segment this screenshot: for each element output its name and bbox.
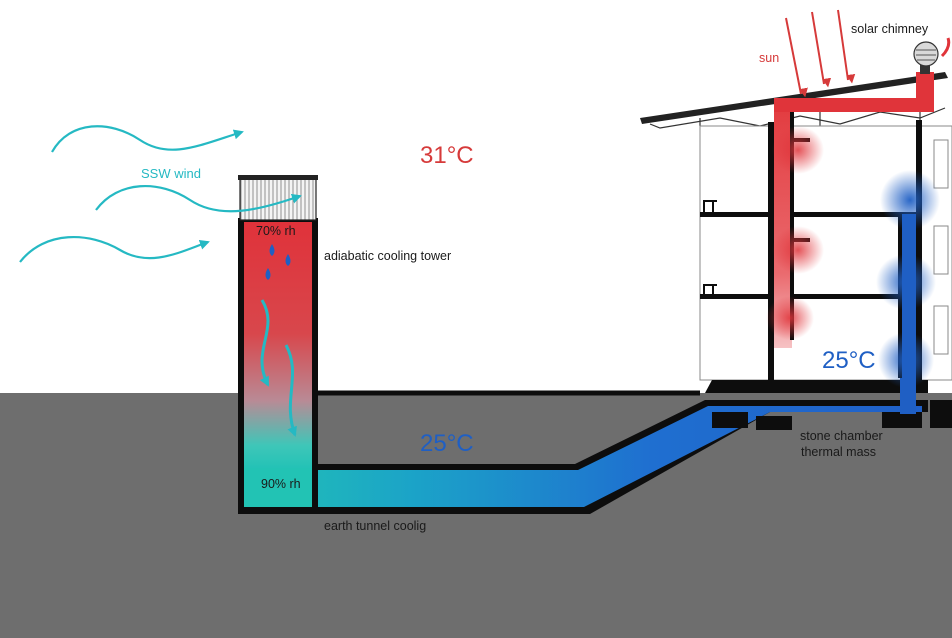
building [640,37,952,430]
tower-airflow-arrows [259,299,297,437]
stone-chamber-label: stone chamber [800,429,883,443]
solar-chimney-label: solar chimney [851,22,929,36]
turbine-vent-icon [913,41,939,67]
earth-tunnel-label: earth tunnel coolig [324,519,426,533]
cooling-tower [238,175,318,514]
tower-bottom-humidity: 90% rh [261,477,301,491]
sun-label: sun [759,51,779,65]
earth-tunnel [238,400,928,514]
tower-louvers [239,177,317,221]
water-droplets-icon [265,244,291,280]
tower-top-humidity: 70% rh [256,224,296,238]
wind-label: SSW wind [141,166,201,181]
thermal-mass-label: thermal mass [801,445,876,459]
tunnel-temperature: 25°C [420,430,474,457]
ground [0,393,952,638]
wind-arrows [19,125,302,263]
cooling-tower-label: adiabatic cooling tower [324,249,451,263]
sun-rays [785,9,856,98]
outdoor-temperature: 31°C [420,142,474,169]
building-temperature: 25°C [822,347,876,374]
stone-chamber [705,380,928,393]
